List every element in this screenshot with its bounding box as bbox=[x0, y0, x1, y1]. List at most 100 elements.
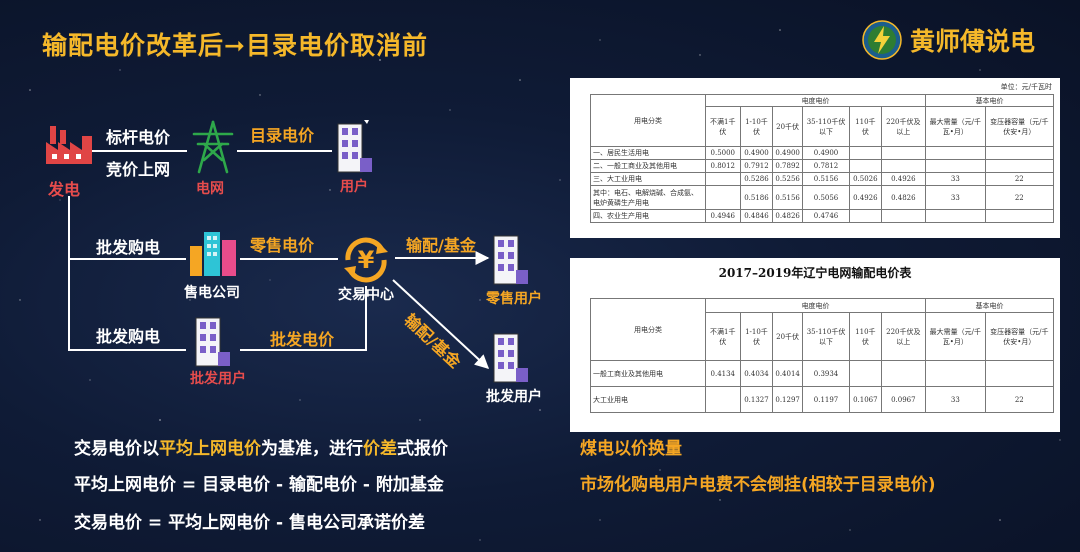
table-header-cell: 基本电价 bbox=[925, 94, 1054, 107]
table-cell: 0.4014 bbox=[772, 360, 803, 387]
table-cell bbox=[705, 185, 741, 210]
text-segment: 式报价 bbox=[397, 439, 448, 459]
table-header-cell: 110千伏 bbox=[849, 106, 882, 147]
table-cell: 0.4900 bbox=[739, 146, 774, 160]
wholesale-buy-label: 批发购电 bbox=[96, 238, 161, 257]
table-cell: 0.4846 bbox=[739, 209, 774, 223]
wholesale-price-label: 批发电价 bbox=[270, 330, 335, 349]
table-cell bbox=[880, 360, 927, 387]
table-header-cell: 220千伏及以上 bbox=[880, 106, 927, 147]
table-header-cell: 220千伏及以上 bbox=[880, 312, 927, 361]
table-cell: 0.1297 bbox=[772, 386, 803, 413]
table-cell bbox=[849, 159, 882, 173]
table-header-cell: 最大需量（元/千瓦•月） bbox=[925, 312, 986, 361]
table-header-cell: 用电分类 bbox=[590, 94, 706, 147]
table-title: 2017–2019年辽宁电网输配电价表 bbox=[718, 266, 912, 280]
wholesale-user-label: 批发用户 bbox=[190, 371, 246, 387]
table-cell: 33 bbox=[925, 172, 986, 186]
connector-line bbox=[68, 349, 186, 351]
table-header-cell: 基本电价 bbox=[925, 298, 1054, 313]
table-header-cell: 35-110千伏以下 bbox=[801, 312, 851, 361]
table-cell: 0.4926 bbox=[849, 185, 882, 210]
table-cell bbox=[984, 146, 1055, 160]
lightning-logo-icon bbox=[862, 20, 902, 60]
table-header-cell: 1-10千伏 bbox=[739, 312, 774, 361]
table-cell: 0.4034 bbox=[739, 360, 774, 387]
connector-line bbox=[240, 349, 365, 351]
table-header-cell: 20千伏 bbox=[772, 106, 803, 147]
wholesale-buy-label: 批发购电 bbox=[96, 327, 161, 346]
table-cell bbox=[880, 146, 927, 160]
table-cell: 0.7812 bbox=[801, 159, 851, 173]
table-cell bbox=[925, 209, 986, 223]
table-cell: 0.5256 bbox=[772, 172, 803, 186]
table-cell bbox=[984, 159, 1055, 173]
formula-average-price: 平均上网电价 = 目录电价 - 输配电价 - 附加基金 bbox=[74, 475, 444, 495]
table-cell: 0.4826 bbox=[880, 185, 927, 210]
unit-label: 单位：元/千瓦时 bbox=[1000, 83, 1052, 91]
table-cell: 0.5156 bbox=[801, 172, 851, 186]
table-header-cell: 变压器容量（元/千伏安•月） bbox=[984, 312, 1055, 361]
trading-center-label: 交易中心 bbox=[338, 287, 394, 303]
factory-icon bbox=[46, 126, 92, 164]
table-cell: 0.7912 bbox=[739, 159, 774, 173]
table-cell: 0.0967 bbox=[880, 386, 927, 413]
table-cell: 0.4826 bbox=[772, 209, 803, 223]
brand-logo: 黄师傅说电 bbox=[862, 20, 1035, 60]
table-header-cell: 不满1千伏 bbox=[705, 312, 741, 361]
table-cell: 0.5056 bbox=[801, 185, 851, 210]
table-cell: 0.1067 bbox=[849, 386, 882, 413]
bidding-label: 竞价上网 bbox=[106, 160, 171, 179]
building-icon bbox=[337, 120, 372, 173]
connector-line bbox=[240, 258, 338, 260]
catalog-price-label: 目录电价 bbox=[250, 126, 315, 145]
table-cell bbox=[705, 386, 741, 413]
table-cell: 0.3934 bbox=[801, 360, 851, 387]
row-label-cell: 其中：电石、电解烧碱、合成氨、电炉黄磷生产用电 bbox=[590, 185, 706, 210]
table-cell bbox=[705, 172, 741, 186]
row-label-cell: 四、农业生产用电 bbox=[590, 209, 706, 223]
connector-line bbox=[68, 258, 186, 260]
benchmark-price-label: 标杆电价 bbox=[106, 128, 171, 147]
table-cell bbox=[849, 360, 882, 387]
table-cell: 0.5000 bbox=[705, 146, 741, 160]
table-cell: 0.8012 bbox=[705, 159, 741, 173]
brand-name: 黄师傅说电 bbox=[910, 27, 1036, 56]
catalog-price-table-card: 单位：元/千瓦时 用电分类 电度电价 基本电价 不满1千伏 1-10千伏 20千… bbox=[570, 78, 1060, 238]
market-user-note: 市场化购电用户电费不会倒挂(相较于目录电价) bbox=[580, 475, 936, 495]
row-label-cell: 三、大工业用电 bbox=[590, 172, 706, 186]
table-cell: 0.5026 bbox=[849, 172, 882, 186]
user-top-label: 用户 bbox=[340, 179, 368, 195]
table-header-cell: 用电分类 bbox=[590, 298, 706, 361]
table-header-cell: 电度电价 bbox=[704, 298, 927, 313]
text-highlight: 价差 bbox=[363, 439, 397, 459]
td-fund-label: 输配/基金 bbox=[406, 236, 476, 255]
table-cell: 0.7892 bbox=[772, 159, 803, 173]
td-price-table: 用电分类 电度电价 基本电价 不满1千伏 1-10千伏 20千伏 35-110千… bbox=[590, 298, 1055, 413]
table-header-cell: 最大需量（元/千瓦•月） bbox=[925, 106, 986, 147]
table-cell: 22 bbox=[984, 185, 1055, 210]
table-header-cell: 110千伏 bbox=[849, 312, 882, 361]
table-cell bbox=[925, 146, 986, 160]
pricing-rule-line: 交易电价以平均上网电价为基准，进行价差式报价 bbox=[74, 434, 448, 459]
table-cell: 0.1327 bbox=[739, 386, 774, 413]
table-cell bbox=[880, 209, 927, 223]
retail-user-label: 零售用户 bbox=[486, 291, 542, 307]
row-label-cell: 一般工商业及其他用电 bbox=[590, 360, 706, 387]
table-cell: 22 bbox=[984, 172, 1055, 186]
row-label-cell: 大工业用电 bbox=[590, 386, 706, 413]
table-cell: 22 bbox=[984, 386, 1055, 413]
retail-company-label: 售电公司 bbox=[184, 285, 240, 301]
trading-center-icon: ¥ bbox=[344, 237, 388, 283]
coal-power-note: 煤电以价换量 bbox=[580, 439, 682, 459]
table-cell bbox=[984, 209, 1055, 223]
table-cell bbox=[925, 360, 986, 387]
text-segment: 交易电价以 bbox=[74, 439, 159, 459]
